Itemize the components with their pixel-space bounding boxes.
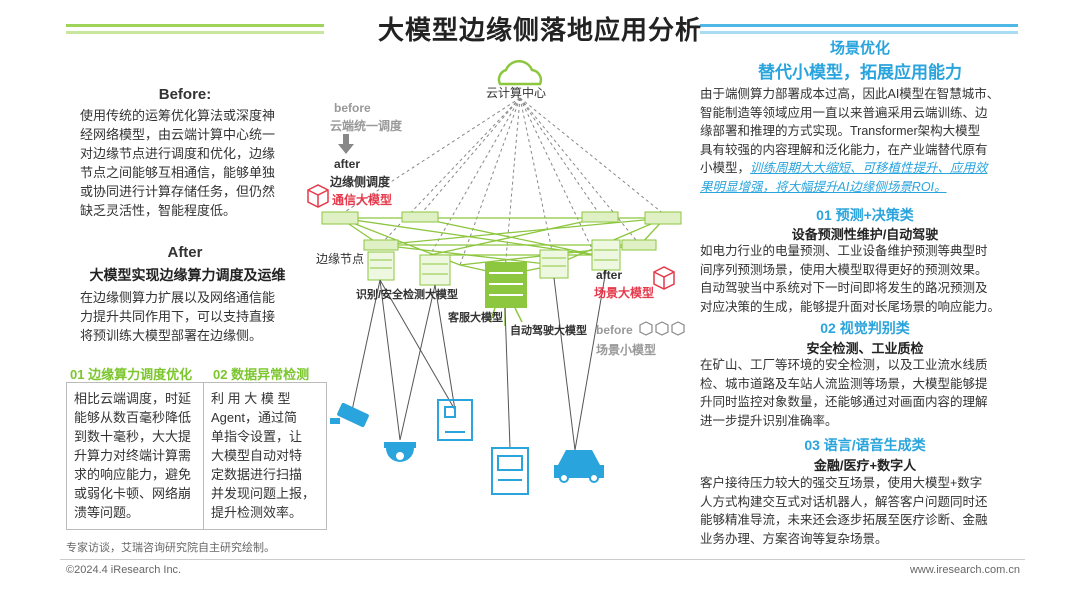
before-label-2: before (596, 323, 633, 337)
before-sub-1: 云端统一调度 (330, 117, 402, 134)
after-subheading: 大模型实现边缘算力调度及运维 (80, 265, 295, 285)
scene-model-label: 场景大模型 (594, 284, 654, 301)
intro-highlight-1: 训练周期大大缩短、可移植性提升、应用效 (750, 161, 988, 175)
before-text: 使用传统的运筹优化算法或深度神 经网络模型，由云端计算中心统一 对边缘节点进行调… (80, 106, 295, 220)
comm-model-label: 通信大模型 (332, 191, 392, 208)
edge-node-label: 边缘节点 (316, 250, 364, 267)
intro-highlight-2: 果明显增强，将大幅提升AI边缘侧场景ROI。 (700, 180, 947, 194)
s3-subheading: 金融/医疗+数字人 (700, 455, 1030, 474)
cloud-label: 云计算中心 (486, 84, 546, 101)
before-heading: Before: (80, 86, 290, 103)
after-text: 在边缘侧算力扩展以及网络通信能 力提升共同作用下，可以支持直接 将预训练大模型部… (80, 288, 295, 345)
s3-heading: 03 语言/语音生成类 (700, 435, 1030, 455)
cube-icon-scene (654, 267, 674, 289)
control-panel-icon (438, 400, 472, 440)
small-model-label: 场景小模型 (596, 341, 656, 358)
atm-icon (492, 448, 528, 494)
arrow-down-icon (338, 134, 354, 154)
after-label-1: after (334, 157, 360, 171)
small-cube-icons (640, 322, 684, 335)
s1-text: 如电力行业的电量预测、工业设备维护预测等典型时间序列预测场景，使用大模型取得更好… (700, 242, 1030, 316)
device-icons (330, 400, 604, 494)
security-model-label: 识别/安全检测大模型 (356, 286, 458, 302)
after-sub-1: 边缘侧调度 (330, 173, 390, 190)
right-heading-2: 替代小模型，拓展应用能力 (700, 58, 1020, 83)
car-icon (554, 450, 604, 482)
cube-icon-comm (308, 185, 328, 207)
right-heading-1: 场景优化 (700, 37, 1020, 58)
footer-copyright: ©2024.4 iResearch Inc. (66, 564, 181, 576)
dome-camera-icon (384, 442, 416, 462)
source-note: 专家访谈，艾瑞咨询研究院自主研究绘制。 (66, 539, 275, 555)
footer-website: www.iresearch.com.cn (910, 564, 1020, 576)
col1-heading: 01 边缘算力调度优化 (70, 364, 192, 383)
service-model-label: 客服大模型 (448, 309, 503, 325)
col2-heading: 02 数据异常检测 (213, 364, 309, 383)
cloud-icon (499, 61, 541, 84)
after-label-2: after (596, 268, 622, 282)
camera-icon (330, 402, 370, 427)
footer-divider (60, 559, 1025, 560)
s1-heading: 01 预测+决策类 (700, 205, 1030, 225)
before-label-1: before (334, 101, 371, 115)
s3-text: 客户接待压力较大的强交互场景，使用大模型+数字人方式构建交互式对话机器人，解答客… (700, 474, 1030, 548)
driving-model-label: 自动驾驶大模型 (510, 322, 587, 338)
right-intro: 由于端侧算力部署成本过高，因此AI模型在智慧城市、 智能制造等领域应用一直以来普… (700, 85, 1030, 196)
s1-subheading: 设备预测性维护/自动驾驶 (700, 224, 1030, 243)
after-heading: After (80, 244, 290, 261)
s2-heading: 02 视觉判别类 (700, 318, 1030, 338)
col1-text: 相比云端调度，时延能够从数百毫秒降低到数十毫秒，大大提 升算力对终端计算需求的响… (74, 389, 202, 522)
s2-text: 在矿山、工厂等环境的安全检测，以及工业流水线质检、城市道路及车站人流监测等场景，… (700, 356, 1030, 430)
s2-subheading: 安全检测、工业质检 (700, 338, 1030, 357)
